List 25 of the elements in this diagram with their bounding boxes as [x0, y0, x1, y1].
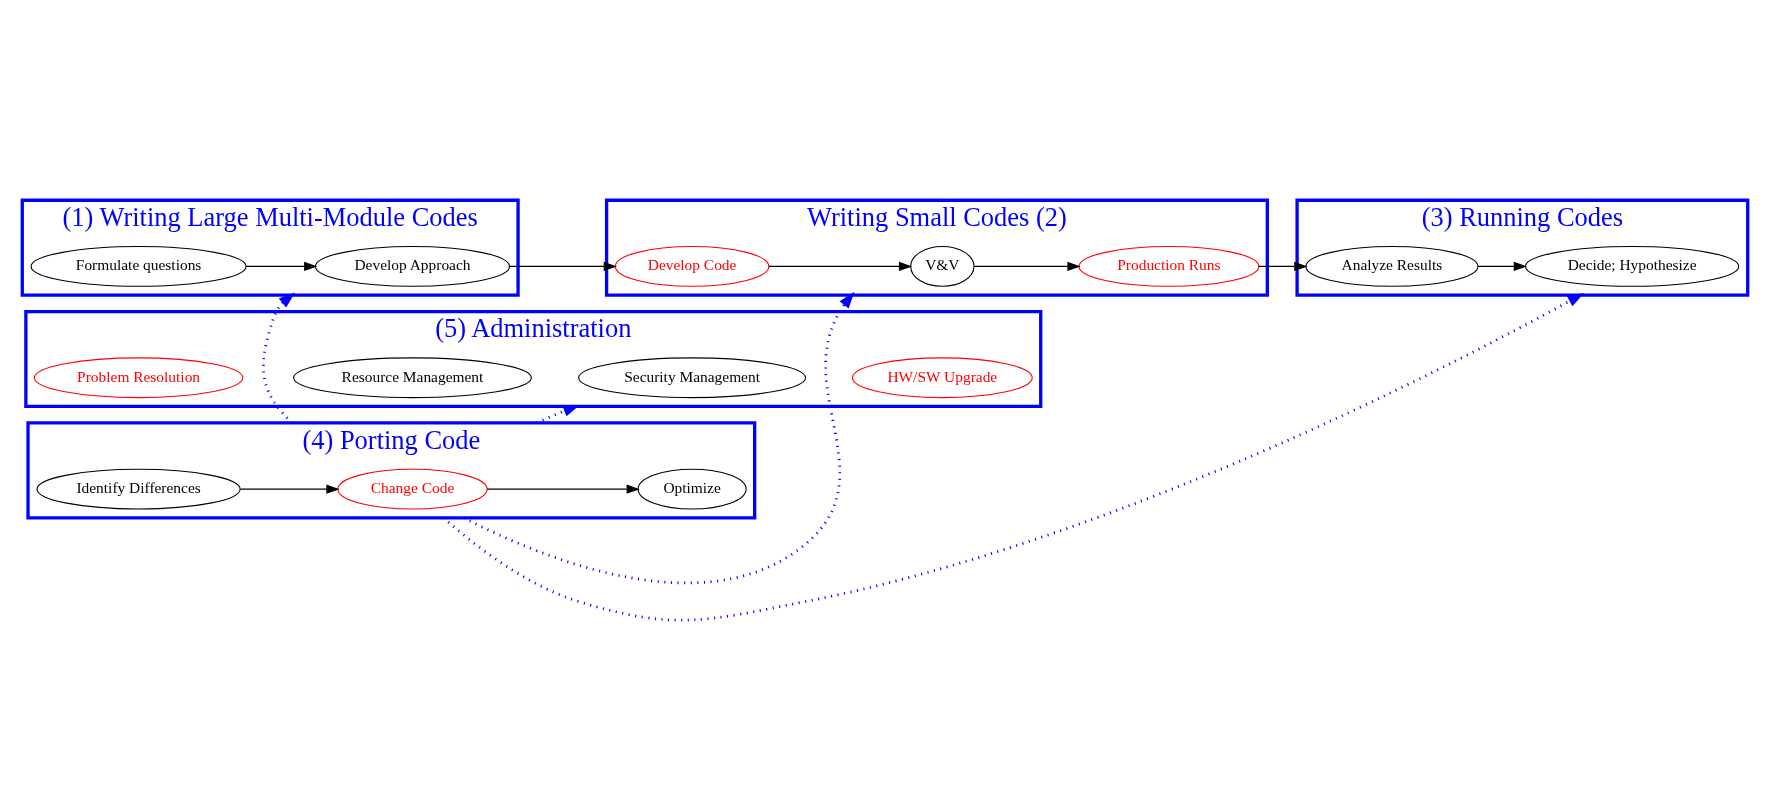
node-ellipse: Analyze Results: [1305, 246, 1479, 287]
node-ellipse: Production Runs: [1078, 246, 1260, 287]
node-ellipse: Develop Code: [614, 246, 770, 287]
arrow: [768, 261, 913, 272]
node-ellipse: Decide; Hypothesize: [1524, 246, 1740, 287]
arrow: [508, 261, 617, 272]
node-ellipse: Identify Differences: [36, 468, 241, 510]
node-ellipse: Resource Management: [293, 357, 532, 399]
arrow: [486, 484, 640, 494]
arrow: [239, 484, 340, 494]
arrow: [262, 292, 296, 424]
arrow: [1477, 261, 1527, 272]
arrow: [442, 293, 1585, 622]
node-ellipse: HW/SW Upgrade: [851, 357, 1033, 399]
node-ellipse: Security Management: [578, 357, 807, 399]
node-ellipse: Optimize: [637, 468, 747, 510]
arrow: [245, 261, 318, 272]
node-ellipse: Problem Resolution: [33, 357, 244, 399]
node-ellipse: Develop Approach: [314, 246, 511, 287]
arrow: [973, 261, 1081, 272]
node-ellipse: V&V: [910, 246, 975, 287]
node-ellipse: Formulate questions: [30, 246, 247, 287]
arrow: [463, 291, 855, 585]
arrow: [1258, 261, 1308, 272]
node-ellipse: Change Code: [337, 468, 488, 510]
